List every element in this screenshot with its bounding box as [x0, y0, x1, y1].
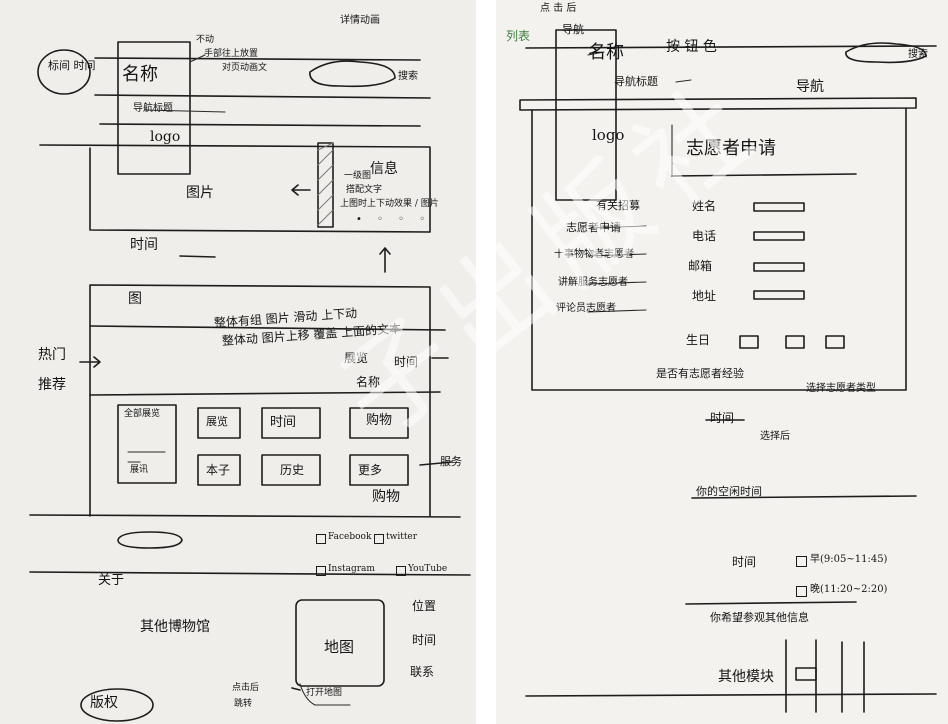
social-facebook: Facebook: [328, 532, 372, 542]
evening-label: 晚(11:20~2:20): [810, 584, 888, 595]
exhibit-label: 展览: [344, 351, 369, 365]
grid-label-all: 全部展览: [124, 409, 161, 419]
footer-module-label: 其他模块: [718, 669, 774, 685]
side-mark: 列表: [506, 29, 531, 43]
field-address-label: 地址: [692, 289, 717, 303]
menu-volunteer-type-2: 讲解服务志愿者: [558, 277, 628, 288]
youtube-checkbox: [396, 566, 406, 576]
map-open-label: 打开地图: [306, 688, 343, 698]
logo-label: logo: [592, 126, 625, 144]
hero-image-label: 图片: [186, 185, 214, 201]
grid-label-book: 本子: [206, 463, 231, 477]
other-info-note: 你希望参观其他信息: [710, 611, 809, 624]
exhibit-name-label: 名称: [356, 375, 381, 389]
nav-label: 导航: [562, 23, 584, 36]
morning-label: 早(9:05~11:45): [810, 554, 888, 565]
open-time-label: 时间: [412, 633, 437, 647]
menu-volunteer-type-1: 十事物物者志愿者: [554, 249, 634, 260]
time-note: 时间: [710, 411, 735, 425]
copyright-label: 版权: [90, 695, 118, 711]
annotation-slide-3: 上图时上下动效果 / 图片: [340, 199, 439, 209]
field-phone-label: 电话: [692, 229, 717, 243]
hero-info-label: 信息: [370, 161, 398, 177]
museum-label: 其他博物馆: [140, 619, 210, 635]
top-note: 点 击 后: [540, 3, 577, 14]
shop-label: 购物: [372, 489, 400, 505]
annotation-static: 不动: [196, 35, 215, 45]
social-youtube: YouTube: [408, 564, 448, 574]
instagram-checkbox: [316, 566, 326, 576]
annotation-detail-motion: 详情动画: [340, 15, 380, 26]
menu-volunteer-type-3: 评论员志愿者: [556, 303, 616, 314]
logo-label: logo: [150, 129, 181, 145]
map-jump-note: 跳转: [234, 699, 253, 709]
search-label: 搜索: [398, 71, 418, 82]
menu-head: 有关招募: [596, 199, 640, 212]
grid-label-exhibit: 展览: [206, 415, 228, 428]
time-label: 时间: [130, 237, 158, 253]
field-name-label: 姓名: [692, 199, 717, 213]
nav-title-label: 导航标题: [614, 75, 658, 88]
map-label: 地图: [324, 638, 355, 656]
grid-label-more: 更多: [358, 463, 383, 477]
search-label: 搜索: [908, 49, 928, 60]
prior-experience-note: 是否有志愿者经验: [656, 367, 744, 380]
grid-label-time: 时间: [270, 415, 297, 430]
contact-label: 联系: [410, 665, 435, 679]
side-label-recommend: 推荐: [38, 377, 66, 393]
homepage-wireframe-strokes: [29, 41, 471, 722]
annotation-slide-1: 一级图: [344, 171, 372, 181]
grid-label-news: 展讯: [130, 465, 149, 475]
address-label: 位置: [412, 599, 437, 613]
available-time-note: 你的空闲时间: [696, 485, 762, 498]
birthday-label: 生日: [686, 333, 711, 347]
map-click-note: 点击后: [232, 683, 260, 693]
choose-type-note: 选择志愿者类型: [806, 383, 876, 394]
about-label: 关于: [98, 573, 125, 588]
choose-label: 选择后: [760, 431, 790, 442]
sketch-sheet-homepage: 标间 时间 名称 不动 手部往上放置 对页动画文 详情动画 搜索 导航标题 lo…: [0, 0, 476, 724]
volunteer-form-wireframe-strokes: [519, 29, 937, 713]
nav-title-label: 导航标题: [133, 103, 173, 114]
site-name-label: 名称: [122, 64, 158, 85]
service-label: 服务: [440, 455, 462, 468]
morning-checkbox: [796, 556, 807, 567]
field-email-label: 邮箱: [688, 259, 713, 273]
annotation-page-motion: 对页动画文: [222, 63, 268, 73]
top-left-note: 标间 时间: [48, 59, 96, 72]
section-figure-label: 图: [128, 291, 142, 307]
menu-volunteer-apply: 志愿者申请: [566, 221, 621, 234]
social-instagram: Instagram: [328, 564, 375, 574]
schedule-time-label: 时间: [732, 555, 757, 569]
carousel-dots: • ◦ ◦ ◦: [356, 214, 432, 225]
annotation-slide-2: 搭配文字: [346, 185, 383, 195]
social-twitter: twitter: [386, 532, 418, 542]
evening-checkbox: [796, 586, 807, 597]
sketch-sheet-volunteer-form: 点 击 后 导航 列表 名称 按 钮 色 搜索 导航标题 导航 logo 志愿者…: [496, 0, 948, 724]
form-title: 志愿者申请: [686, 138, 776, 159]
annotation-placement: 手部往上放置: [204, 49, 259, 59]
exhibit-time-label: 时间: [394, 355, 419, 369]
lang-note: 按 钮 色: [666, 39, 717, 55]
grid-label-shop: 购物: [366, 413, 393, 428]
side-label-hot: 热门: [38, 347, 66, 363]
grid-label-history: 历史: [280, 463, 305, 477]
nav-tag: 导航: [796, 79, 824, 95]
facebook-checkbox: [316, 534, 326, 544]
twitter-checkbox: [374, 534, 384, 544]
site-name-label: 名称: [588, 42, 624, 63]
